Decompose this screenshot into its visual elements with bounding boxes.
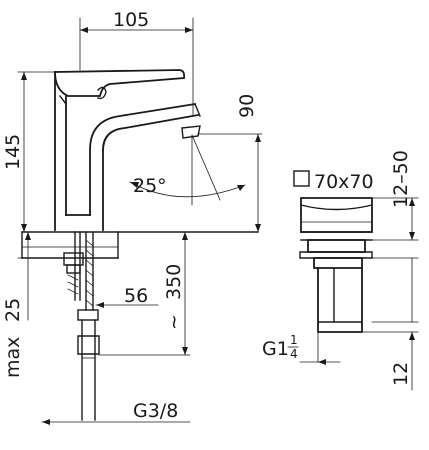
dim-label-max: max [2,337,24,378]
dim-label-25deg: 25° [133,175,167,197]
dim-side-marks [361,257,419,333]
dim-g1-1-4: G1 1 4 [262,331,341,365]
faucet-body [54,69,201,231]
dim-max-25: max 25 [2,231,31,378]
waste-drain: 70x70 [293,170,374,333]
dim-label-g1: G1 [262,338,289,360]
dim-angle-25: 25° [129,134,246,206]
dim-12: 12 [390,331,415,391]
dim-spout-90: 90 [197,94,263,233]
dim-350: 350 ~ [98,231,191,356]
dim-label-approx: ~ [163,314,185,330]
dim-label-12: 12 [390,362,412,386]
dim-label-56: 56 [124,285,148,307]
dim-label-frac-num: 1 [290,333,298,347]
dim-label-90: 90 [236,94,258,118]
square-symbol [293,170,310,187]
dim-label-350: 350 [163,264,185,300]
dim-g38: G3/8 [41,400,191,425]
dim-label-105: 105 [113,9,149,31]
dim-label-frac-den: 4 [290,347,298,361]
dim-height-145: 145 [2,71,61,233]
dim-label-70x70: 70x70 [314,171,374,193]
supply-hose [77,319,100,421]
dim-label-max-25: 25 [2,298,24,322]
dim-56: 56 [95,285,159,308]
dim-label-145: 145 [2,134,24,170]
dim-label-12-50: 12–50 [390,150,412,208]
dim-12-50: 12–50 [371,150,419,241]
dim-label-g38: G3/8 [133,400,178,422]
dim-width-105: 105 [79,9,194,116]
countertop [21,231,259,259]
mounting-rods [63,231,99,321]
